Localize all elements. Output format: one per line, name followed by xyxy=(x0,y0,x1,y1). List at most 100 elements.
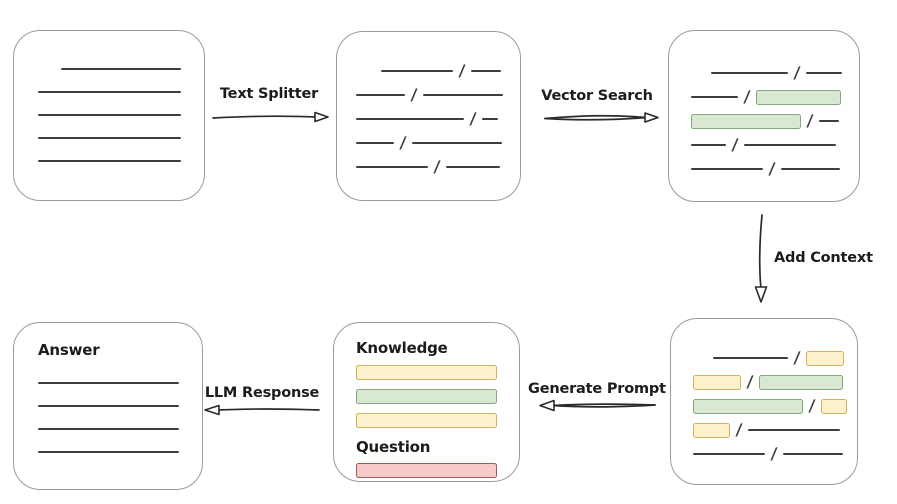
chunk-row: / xyxy=(691,87,841,106)
text-line xyxy=(411,141,502,145)
chunk-row: / xyxy=(693,396,847,415)
slash-separator: / xyxy=(743,87,751,106)
chunk-row xyxy=(38,398,179,414)
chunk-row: / xyxy=(693,444,843,463)
green-highlight-bar xyxy=(691,113,801,129)
indent-gap xyxy=(693,358,713,359)
chunk-row xyxy=(38,375,179,391)
text-line xyxy=(470,69,501,73)
green-highlight-bar xyxy=(755,89,841,105)
add-context-arrow-label: Add Context xyxy=(774,250,873,266)
answer-text-lines xyxy=(38,375,179,460)
text-line xyxy=(818,119,839,123)
node-source-document xyxy=(13,30,205,201)
slash-separator: / xyxy=(399,133,407,152)
chunk-row: / xyxy=(693,372,843,391)
slash-separator: / xyxy=(746,372,754,391)
text-line xyxy=(782,452,843,456)
node-retrieved-chunks: ///// xyxy=(668,30,860,202)
indent-gap xyxy=(691,73,711,74)
slash-separator: / xyxy=(735,420,743,439)
node-prompt: Knowledge Question xyxy=(333,322,520,482)
green-highlight-bar xyxy=(758,374,843,390)
chunk-row xyxy=(38,153,181,169)
text-line xyxy=(743,143,836,147)
text-line xyxy=(356,165,428,169)
text-line xyxy=(747,428,840,432)
slash-separator: / xyxy=(433,157,441,176)
chunk-row xyxy=(38,444,179,460)
question-title: Question xyxy=(356,438,431,456)
slash-separator: / xyxy=(410,85,418,104)
text-line xyxy=(356,141,394,145)
yellow-highlight-bar xyxy=(805,350,844,366)
red-highlight-bar xyxy=(356,463,497,478)
indent-gap xyxy=(38,69,61,70)
knowledge-bars xyxy=(356,365,497,437)
chunk-text-lines: / / / / / xyxy=(337,32,520,176)
text-line xyxy=(38,404,179,408)
text-line xyxy=(61,67,181,71)
llm-response-arrow xyxy=(204,404,320,416)
text-line xyxy=(711,71,788,75)
question-bars xyxy=(356,463,497,487)
yellow-highlight-bar xyxy=(820,398,847,414)
yellow-highlight-bar xyxy=(356,365,497,380)
text-splitter-arrow-label: Text Splitter xyxy=(219,86,319,102)
chunk-row xyxy=(38,61,181,77)
llm-response-arrow-label: LLM Response xyxy=(204,385,320,401)
slash-separator: / xyxy=(806,111,814,130)
add-context-arrow xyxy=(754,214,768,303)
green-highlight-bar xyxy=(693,398,803,414)
text-line xyxy=(356,117,464,121)
slash-separator: / xyxy=(793,63,801,82)
node-answer: Answer xyxy=(13,322,203,490)
vector-search-arrow xyxy=(544,112,659,123)
chunk-row xyxy=(38,130,181,146)
document-text-lines xyxy=(14,31,204,169)
yellow-highlight-bar xyxy=(693,374,741,390)
text-line xyxy=(38,113,181,117)
text-line xyxy=(805,71,842,75)
slash-separator: / xyxy=(808,396,816,415)
chunk-row: / xyxy=(356,61,501,80)
slash-separator: / xyxy=(770,444,778,463)
text-line xyxy=(445,165,500,169)
text-line xyxy=(38,159,181,163)
slash-separator: / xyxy=(731,135,739,154)
chunk-row xyxy=(38,84,181,100)
slash-separator: / xyxy=(458,61,466,80)
node-text-chunks: / / / / / xyxy=(336,31,521,201)
indent-gap xyxy=(356,71,381,72)
chunk-row: / xyxy=(356,85,503,104)
text-line xyxy=(481,117,498,121)
text-line xyxy=(422,93,503,97)
retrieved-chunk-lines: ///// xyxy=(669,31,859,178)
chunk-row: / xyxy=(691,63,842,82)
chunk-row xyxy=(38,107,181,123)
context-chunk-lines: / / / / / xyxy=(671,319,857,463)
text-line xyxy=(780,167,840,171)
text-line xyxy=(713,356,788,360)
generate-prompt-arrow xyxy=(539,399,656,412)
text-line xyxy=(691,167,763,171)
text-line xyxy=(38,427,179,431)
node-context-chunks: / / / / / xyxy=(670,318,858,485)
chunk-row xyxy=(38,421,179,437)
vector-search-arrow-label: Vector Search xyxy=(541,88,653,104)
chunk-row: / xyxy=(691,111,839,130)
answer-title: Answer xyxy=(38,341,100,359)
text-line xyxy=(38,90,181,94)
text-line xyxy=(381,69,453,73)
knowledge-title: Knowledge xyxy=(356,339,448,357)
slash-separator: / xyxy=(793,348,801,367)
green-highlight-bar xyxy=(356,389,497,404)
chunk-row: / xyxy=(356,157,501,176)
chunk-row: / xyxy=(356,109,501,128)
text-line xyxy=(356,93,405,97)
generate-prompt-arrow-label: Generate Prompt xyxy=(528,381,666,397)
chunk-row: / xyxy=(693,420,840,439)
text-splitter-arrow xyxy=(212,111,329,123)
text-line xyxy=(691,143,726,147)
